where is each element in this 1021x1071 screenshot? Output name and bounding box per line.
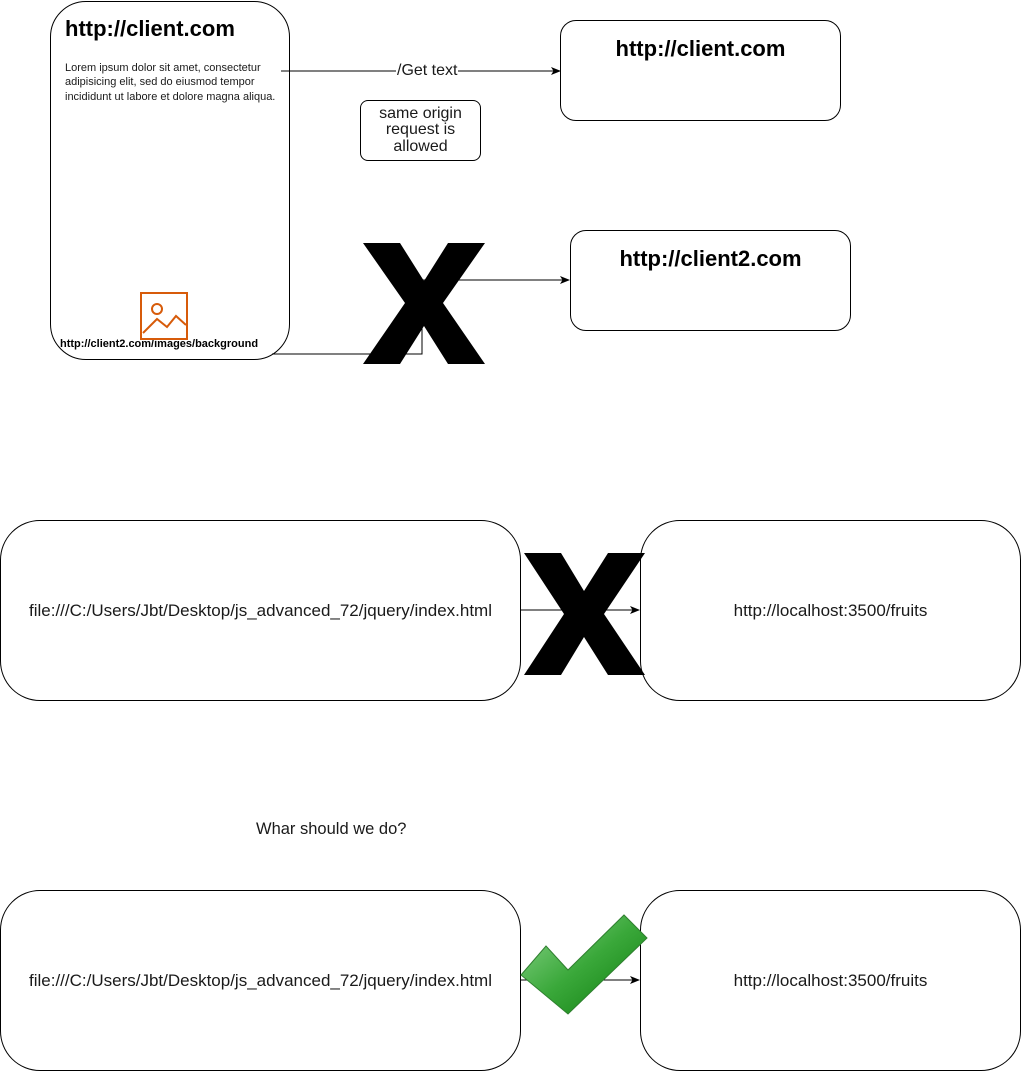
blocked-target-box: http://localhost:3500/fruits xyxy=(640,520,1021,701)
client-page-body-text: Lorem ipsum dolor sit amet, consectetur … xyxy=(65,62,276,103)
check-icon xyxy=(520,914,648,1015)
allowed-source-box: file:///C:/Users/Jbt/Desktop/js_advanced… xyxy=(0,890,521,1071)
blocked-source-box: file:///C:/Users/Jbt/Desktop/js_advanced… xyxy=(0,520,521,701)
server-client2-com: http://client2.com xyxy=(570,230,851,331)
blocked-source-label: file:///C:/Users/Jbt/Desktop/js_advanced… xyxy=(28,600,492,620)
allowed-target-label: http://localhost:3500/fruits xyxy=(733,970,928,990)
server-client-com: http://client.com xyxy=(560,20,841,121)
allowed-source-label: file:///C:/Users/Jbt/Desktop/js_advanced… xyxy=(28,970,492,990)
same-origin-note: same origin request is allowed xyxy=(360,100,481,161)
blocked-cross-icon xyxy=(363,243,485,364)
client-page-title: http://client.com xyxy=(65,16,235,41)
server-client2-com-title: http://client2.com xyxy=(619,246,802,271)
allowed-target-box: http://localhost:3500/fruits xyxy=(640,890,1021,1071)
blocked-target-label: http://localhost:3500/fruits xyxy=(733,600,928,620)
image-url-label: http://client2.com/images/background xyxy=(60,338,259,350)
image-icon xyxy=(140,292,188,340)
client-page-card: http://client.com Lorem ipsum dolor sit … xyxy=(50,1,290,360)
server-client-com-title: http://client.com xyxy=(615,36,786,61)
question-text: Whar should we do? xyxy=(256,820,407,838)
cross-icon xyxy=(524,553,645,675)
get-text-label: /Get text xyxy=(396,62,459,80)
same-origin-note-text: same origin request is allowed xyxy=(379,104,462,155)
